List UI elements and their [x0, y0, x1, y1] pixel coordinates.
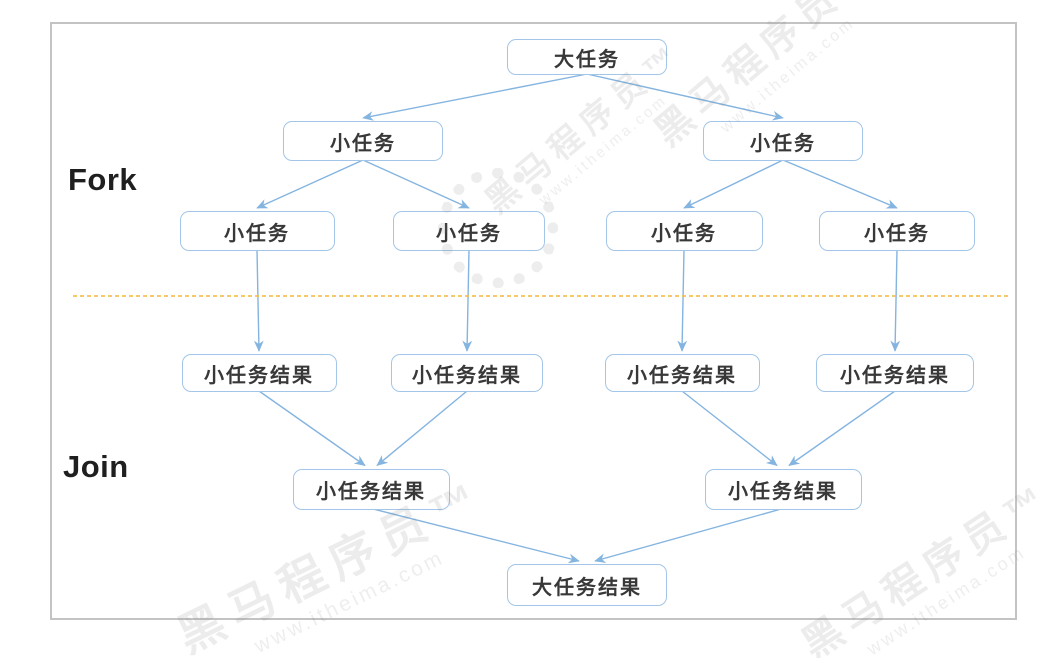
- node-result-left-1: 小任务结果: [181, 354, 337, 392]
- fork-join-divider-line: [73, 295, 1009, 297]
- node-result-right-1: 小任务结果: [604, 354, 760, 392]
- fork-phase-label: Fork: [68, 162, 138, 197]
- node-result-left-2: 小任务结果: [391, 354, 543, 392]
- node-result-root: 大任务结果: [507, 564, 667, 606]
- diagram-frame: [50, 22, 1017, 620]
- node-result-right-2: 小任务结果: [816, 354, 974, 392]
- node-task-root: 大任务: [507, 39, 667, 75]
- node-merge-right: 小任务结果: [704, 468, 862, 510]
- node-merge-left: 小任务结果: [292, 468, 450, 510]
- node-fork-left-2: 小任务: [393, 211, 545, 251]
- node-fork-left: 小任务: [283, 121, 443, 161]
- node-fork-right-1: 小任务: [605, 211, 763, 251]
- node-fork-left-1: 小任务: [179, 211, 335, 251]
- join-phase-label: Join: [63, 449, 129, 484]
- node-fork-right-2: 小任务: [819, 211, 975, 251]
- node-fork-right: 小任务: [703, 121, 863, 161]
